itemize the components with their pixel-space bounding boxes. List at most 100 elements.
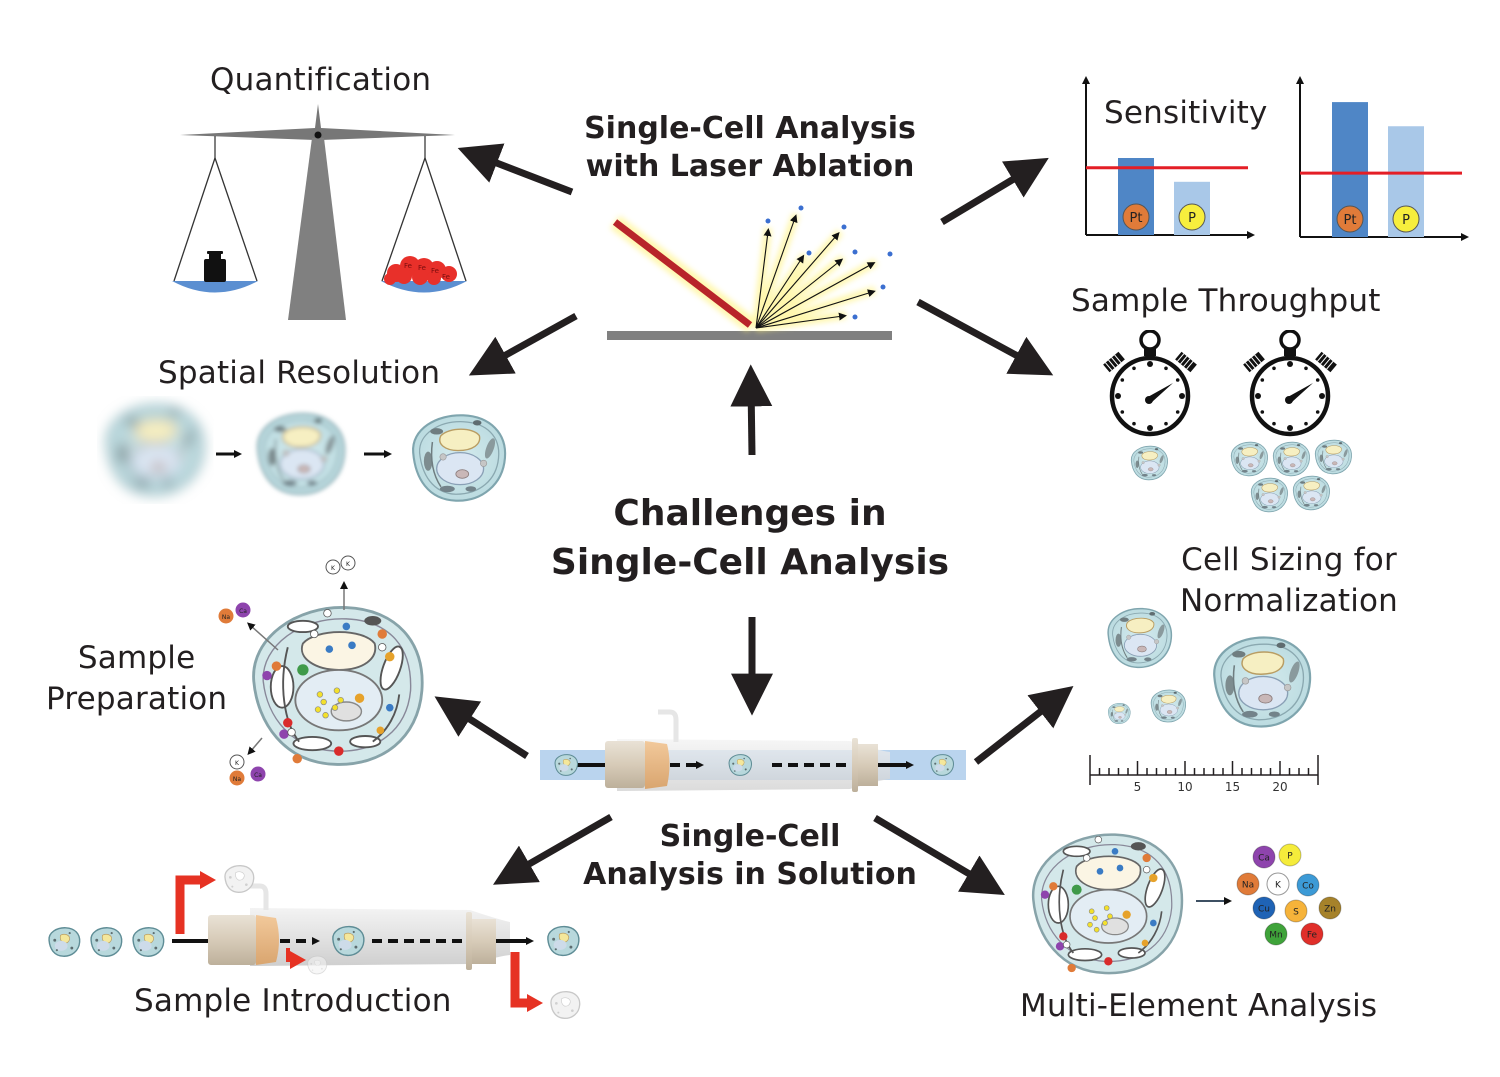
cell-icon [1250,477,1288,513]
fe-label: Fe [404,262,412,270]
ablated-particles [765,205,893,320]
label-line: Preparation [46,681,228,718]
ion-na [218,608,234,624]
element-label: Zn [1324,905,1336,915]
ruler-label: 15 [1225,780,1240,794]
label-line: Sample [77,640,196,676]
bar-label: P [1188,211,1196,226]
cell-icon [1130,445,1168,481]
element-label: P [1287,852,1293,862]
element-badge-pt [1122,203,1150,231]
element-fe [1300,922,1324,946]
bar-label: Pt [1130,211,1143,226]
nebulizer-illustration [540,709,966,792]
ion-label: Na [233,776,241,783]
label-line: Normalization [1180,583,1399,620]
cell-icon [1213,636,1312,728]
cell-icon [1272,441,1310,477]
element-label: Mn [1269,931,1282,941]
title-line: Challenges in [613,493,887,534]
element-zn [1318,896,1342,920]
arrow-to-sample-introduction [493,813,613,885]
label-sensitivity: Sensitivity [1104,95,1268,131]
bar-label: P [1402,213,1410,228]
stopwatch-icon [1103,331,1197,434]
arrow-to-sample-throughput [916,298,1054,376]
fe-label: Fe [442,273,450,281]
label-sample-preparation: Sample Preparation [46,638,227,720]
arrow-to-sensitivity [940,157,1049,226]
arrow-to-multi-element [873,814,1005,895]
stopwatch-icon [1243,331,1337,434]
ion-label: Ca [239,608,247,615]
element-badge-pt [1336,205,1364,233]
cell-icon [1230,441,1268,477]
ion-label: K [235,760,240,767]
hub-line: Analysis in Solution [583,856,917,892]
element-ca [1252,845,1276,869]
element-label: Fe [1307,931,1318,941]
cell-icon [1292,475,1330,511]
label-sample-introduction: Sample Introduction [134,983,452,1019]
element-badge-p [1178,203,1206,231]
fe-label: Fe [431,267,439,275]
hub-solution: Single-Cell Analysis in Solution [570,818,930,893]
central-title: Challenges in Single-Cell Analysis [530,490,970,587]
label-quantification: Quantification [210,62,432,98]
element-p [1278,843,1302,867]
sample-substrate [607,331,892,340]
label-spatial-resolution: Spatial Resolution [158,355,441,391]
hub-laser-ablation: Single-Cell Analysis with Laser Ablation [570,110,930,185]
ruler-label: 10 [1177,780,1192,794]
ion-label: Ca [254,772,262,779]
arrows [434,143,1074,895]
element-k [1266,872,1290,896]
element-mn [1264,922,1288,946]
sample-throughput-illustration [1103,331,1352,513]
cell-icon [1107,703,1131,724]
balance-scale-icon: Fe Fe Fe Fe [172,104,467,320]
leaky-cell-icon [252,606,424,766]
bar-label: Pt [1344,213,1357,228]
title-line: Single-Cell Analysis [550,541,950,583]
arrow-to-cell-sizing [973,685,1074,765]
ion-ca [250,766,266,782]
weight-icon [204,251,226,282]
ion-ca [235,602,251,618]
element-label: Ca [1258,854,1270,864]
element-na [1236,872,1260,896]
sharp-cell [411,414,507,502]
ion-k [325,559,341,575]
sensitivity-charts: Pt P Pt P [1082,76,1469,241]
cell-icon [1107,607,1173,669]
ion-label: K [331,565,336,572]
arrow-challenges-to-laser [730,364,773,456]
ion-label: K [346,561,351,568]
fe-label: Fe [418,264,426,272]
hub-line: Single-Cell Analysis [584,111,916,146]
blurry-cell [105,403,205,497]
element-label: Na [1242,881,1254,891]
cell-icon [1314,439,1352,475]
hub-line: Single-Cell [659,819,841,854]
element-badge-p [1392,205,1420,233]
element-label: Cu [1258,905,1270,915]
spatial-resolution-illustration [105,403,507,502]
hub-line: with Laser Ablation [585,148,915,184]
label-cell-sizing: Cell Sizing for Normalization [1180,540,1398,622]
medium-cell [256,412,346,496]
element-cu [1252,896,1276,920]
arrow-to-quantification [457,143,574,196]
arrow-to-sample-preparation [434,696,529,759]
cell-icon [1031,833,1184,975]
laser-ablation-illustration [607,205,893,340]
ion-label: Na [222,614,230,621]
label-sample-throughput: Sample Throughput [1071,283,1381,319]
ion-na [229,770,245,786]
ion-k [229,754,245,770]
arrow-to-spatial-resolution [468,312,578,376]
